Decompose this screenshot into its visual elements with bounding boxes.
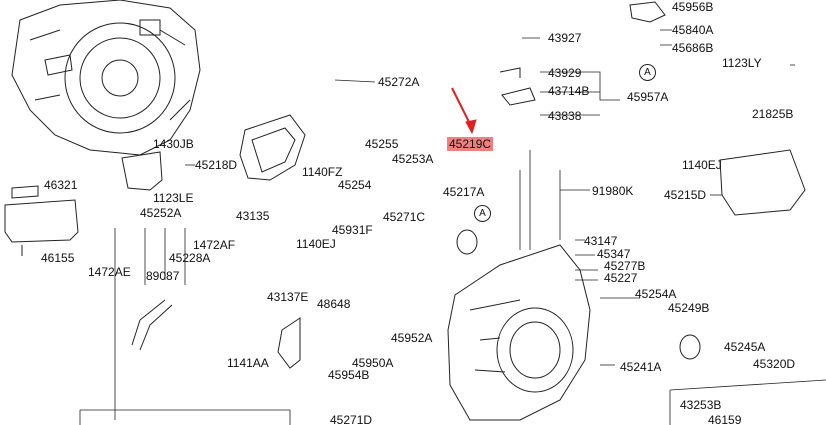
part-label-45218D[interactable]: 45218D [195, 158, 238, 172]
plate-drawing [277, 317, 301, 369]
part-label-45271D[interactable]: 45271D [330, 413, 373, 425]
part-label-1123LY[interactable]: 1123LY [722, 56, 762, 70]
part-label-21825B[interactable]: 21825B [752, 107, 794, 121]
reference-mark-a-mid: A [474, 205, 491, 222]
filter-drawing [4, 185, 79, 256]
part-label-43838[interactable]: 43838 [548, 109, 582, 123]
part-label-45254A[interactable]: 45254A [635, 287, 677, 301]
part-label-1140FZ[interactable]: 1140FZ [302, 165, 343, 179]
part-label-43253B[interactable]: 43253B [680, 398, 722, 412]
lever-drawing [499, 67, 536, 106]
cover-drawing [239, 114, 306, 181]
part-label-45249B[interactable]: 45249B [668, 301, 710, 315]
part-label-1140EJ-right[interactable]: 1140EJ [682, 158, 722, 172]
part-label-45271C[interactable]: 45271C [383, 210, 426, 224]
bracket-drawing [121, 151, 163, 191]
transmission-case-drawing [447, 244, 591, 421]
part-label-45215D[interactable]: 45215D [664, 188, 707, 202]
part-label-45952A[interactable]: 45952A [391, 331, 433, 345]
part-label-46159[interactable]: 46159 [708, 413, 742, 425]
part-label-45217A[interactable]: 45217A [443, 185, 485, 199]
part-label-45272A[interactable]: 45272A [378, 75, 420, 89]
mount-top-drawing [629, 1, 666, 23]
part-label-45227[interactable]: 45227 [604, 271, 638, 285]
part-label-45228A[interactable]: 45228A [169, 251, 211, 265]
part-label-45255[interactable]: 45255 [365, 137, 399, 151]
part-label-45253A[interactable]: 45253A [392, 152, 434, 166]
part-label-45957A[interactable]: 45957A [627, 90, 669, 104]
part-label-89087[interactable]: 89087 [146, 269, 180, 283]
part-label-43714B[interactable]: 43714B [548, 84, 590, 98]
bell-housing-drawing [11, 0, 201, 156]
part-label-43927[interactable]: 43927 [548, 31, 582, 45]
tube-drawing [131, 299, 173, 351]
part-label-45254[interactable]: 45254 [338, 178, 372, 192]
part-label-45245A[interactable]: 45245A [724, 340, 766, 354]
seal-right-drawing [679, 334, 701, 360]
part-label-1141AA[interactable]: 1141AA [227, 356, 269, 370]
part-label-45954B[interactable]: 45954B [328, 368, 370, 382]
leader-lines [79, 29, 826, 425]
part-label-45252A[interactable]: 45252A [140, 206, 182, 220]
part-label-43135[interactable]: 43135 [236, 209, 270, 223]
part-label-46155[interactable]: 46155 [41, 251, 75, 265]
part-label-1472AF[interactable]: 1472AF [193, 238, 236, 252]
mount-bracket-drawing [719, 149, 806, 216]
part-label-1472AE[interactable]: 1472AE [88, 265, 131, 279]
part-label-43929[interactable]: 43929 [548, 66, 582, 80]
part-label-1140EJ-left[interactable]: 1140EJ [296, 237, 336, 251]
cover-inner [251, 127, 296, 173]
part-label-43147[interactable]: 43147 [584, 234, 618, 248]
highlight-arrow [451, 87, 477, 135]
seal-left-drawing [456, 229, 478, 255]
part-label-1430JB[interactable]: 1430JB [153, 137, 194, 151]
part-label-45241A[interactable]: 45241A [620, 360, 662, 374]
reference-mark-a-top: A [639, 64, 656, 81]
part-label-1123LE[interactable]: 1123LE [153, 191, 194, 205]
part-label-45840A[interactable]: 45840A [672, 23, 714, 37]
part-label-91980K[interactable]: 91980K [592, 184, 634, 198]
part-label-45347[interactable]: 45347 [597, 247, 631, 261]
part-label-45219C-highlighted[interactable]: 45219C [447, 137, 494, 151]
part-label-46321[interactable]: 46321 [44, 178, 78, 192]
part-label-45320D[interactable]: 45320D [753, 357, 796, 371]
part-label-45686B[interactable]: 45686B [672, 41, 714, 55]
part-label-45950A[interactable]: 45950A [352, 356, 394, 370]
part-label-45931F[interactable]: 45931F [332, 223, 373, 237]
part-label-48648[interactable]: 48648 [317, 297, 351, 311]
part-label-45277B[interactable]: 45277B [604, 259, 646, 273]
part-label-43137E[interactable]: 43137E [267, 290, 309, 304]
part-label-45956B[interactable]: 45956B [672, 0, 714, 14]
